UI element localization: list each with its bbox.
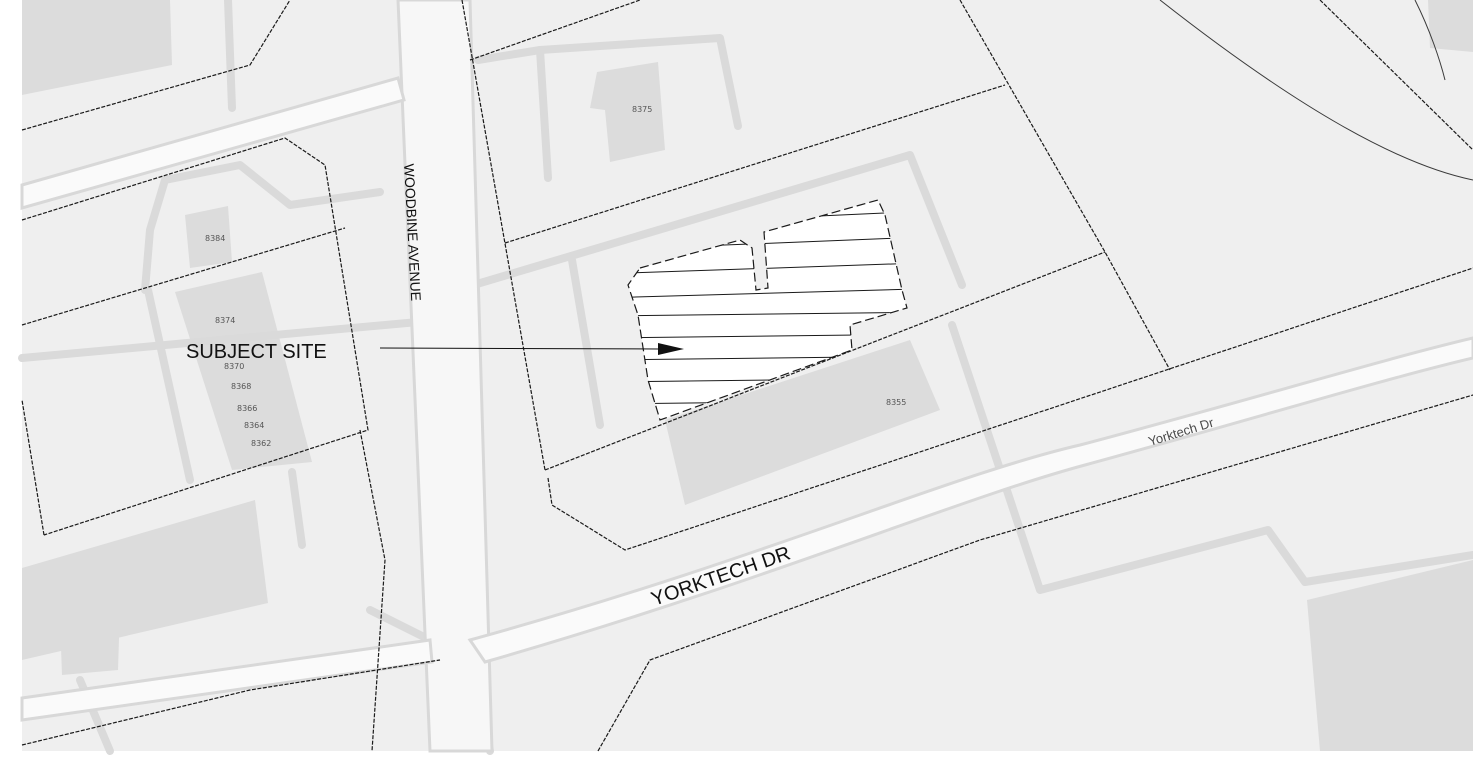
woodbine-avenue-label: WOODBINE AVENUE [401, 163, 424, 301]
subject-site-label: SUBJECT SITE [186, 341, 327, 363]
building-southeast [1307, 560, 1473, 751]
path-west-low [18, 316, 444, 362]
pointer-arrowhead [658, 343, 684, 355]
path-south-spur [288, 468, 306, 549]
curve-line-east-2 [1414, 0, 1446, 81]
subject-site-outline [627, 199, 908, 421]
pointer-line [379, 347, 661, 350]
road-southwest [20, 638, 434, 722]
roads [20, 0, 1473, 753]
building-northwest [22, 0, 172, 95]
building-8374-8362 [175, 272, 312, 470]
buildings [22, 0, 1473, 751]
address-8362: 8362 [251, 439, 271, 448]
building-8384 [185, 206, 232, 268]
lot-line-11 [21, 399, 45, 536]
lot-line-5 [547, 267, 1473, 551]
lot-line-1 [461, 0, 546, 471]
building-southwest-2 [60, 606, 120, 675]
lot-line-9 [21, 137, 369, 536]
address-8375: 8375 [632, 105, 652, 114]
lot-line-8 [21, 0, 291, 131]
path-east-loop [948, 321, 1473, 594]
address-8374: 8374 [215, 316, 235, 325]
path-top-left [224, 0, 236, 112]
lot-line-13 [597, 394, 1473, 752]
address-8355: 8355 [886, 398, 906, 407]
lot-line-4 [544, 251, 1106, 471]
subject-site-pointer [379, 343, 684, 355]
lot-line-2 [469, 0, 641, 61]
address-8384: 8384 [205, 234, 225, 243]
address-8364: 8364 [244, 421, 264, 430]
curve-line-east [1159, 0, 1473, 181]
path-north-b [536, 34, 742, 130]
subject-site-area [628, 200, 907, 420]
path-west-block [141, 161, 384, 294]
lot-line-3 [504, 84, 1006, 244]
address-8370: 8370 [224, 362, 244, 371]
address-8366: 8366 [237, 404, 257, 413]
lot-lines [21, 0, 1473, 752]
pathways [18, 0, 1473, 755]
path-east-of-woodbine [436, 151, 966, 299]
address-8368: 8368 [231, 382, 251, 391]
lot-line-6 [959, 0, 1171, 371]
building-8375 [590, 62, 665, 162]
road-yorktech-dr [467, 336, 1473, 664]
road-woodbine-avenue [396, 0, 494, 753]
lot-line-10 [21, 227, 346, 326]
building-northeast [1428, 0, 1473, 52]
lot-line-14 [359, 429, 386, 752]
path-west-spur [568, 256, 604, 429]
path-west-vertical [144, 286, 194, 484]
lot-line-7 [1319, 0, 1473, 151]
road-northwest [20, 76, 406, 210]
building-8355 [665, 340, 940, 505]
lot-line-12 [21, 659, 441, 746]
